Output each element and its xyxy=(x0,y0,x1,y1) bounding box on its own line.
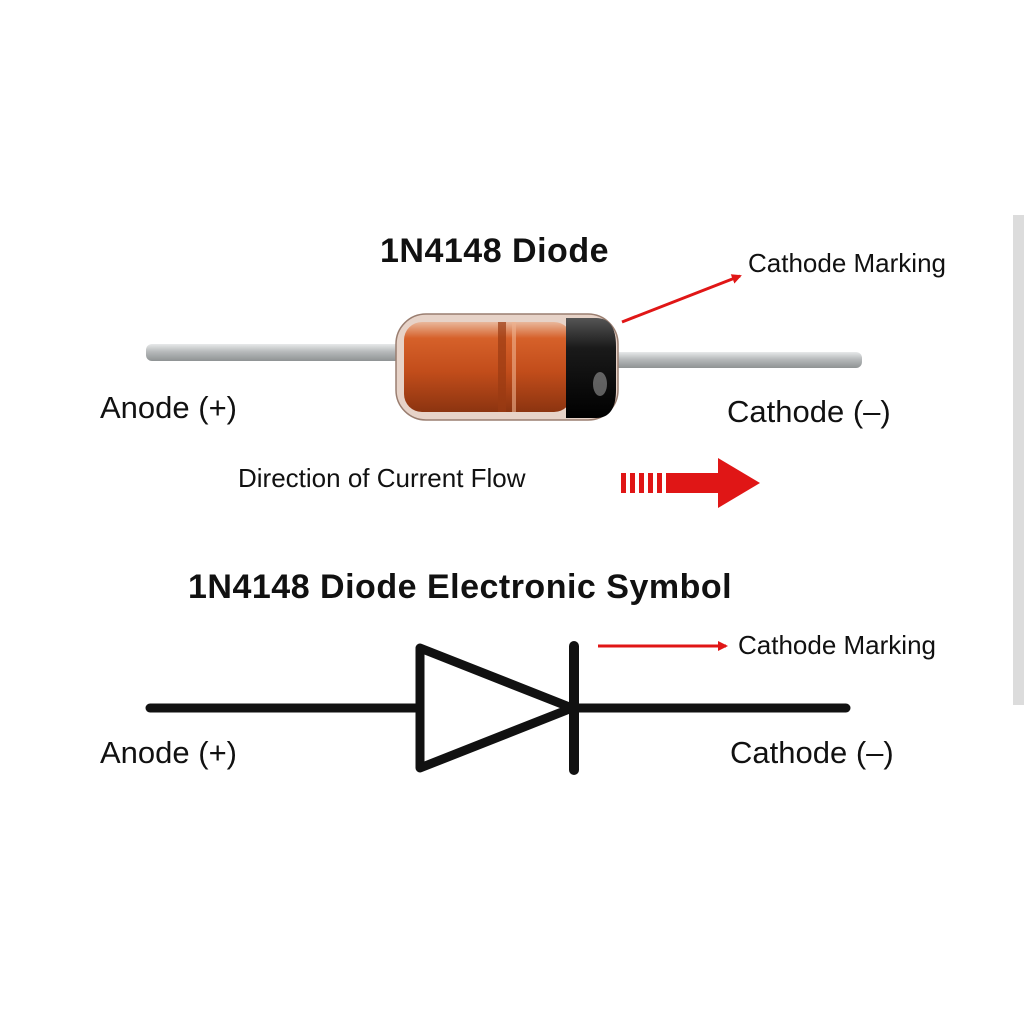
current-flow-label: Direction of Current Flow xyxy=(238,463,526,493)
glass-highlight xyxy=(593,372,607,396)
photo-title: 1N4148 Diode xyxy=(380,232,609,270)
cathode-band xyxy=(566,318,616,418)
core-seam xyxy=(498,322,506,412)
orange-core xyxy=(404,322,572,412)
photo-cathode-label: Cathode (–) xyxy=(727,394,891,429)
scroll-edge xyxy=(1013,215,1024,705)
symbol-cathode-label: Cathode (–) xyxy=(730,735,894,770)
core-seam-2 xyxy=(512,322,516,412)
diode-photo xyxy=(146,313,862,421)
diode-symbol xyxy=(145,641,851,775)
photo-anode-label: Anode (+) xyxy=(100,390,238,425)
anode-lead xyxy=(146,344,408,361)
cathode-marking-arrow-photo xyxy=(621,274,742,324)
cathode-lead xyxy=(600,352,862,368)
symbol-anode-label: Anode (+) xyxy=(100,735,238,770)
symbol-cathode-marking-label: Cathode Marking xyxy=(738,630,936,660)
current-flow-arrow xyxy=(621,458,760,508)
symbol-title: 1N4148 Diode Electronic Symbol xyxy=(188,568,733,606)
symbol-triangle xyxy=(415,643,577,773)
photo-cathode-marking-label: Cathode Marking xyxy=(748,248,946,278)
